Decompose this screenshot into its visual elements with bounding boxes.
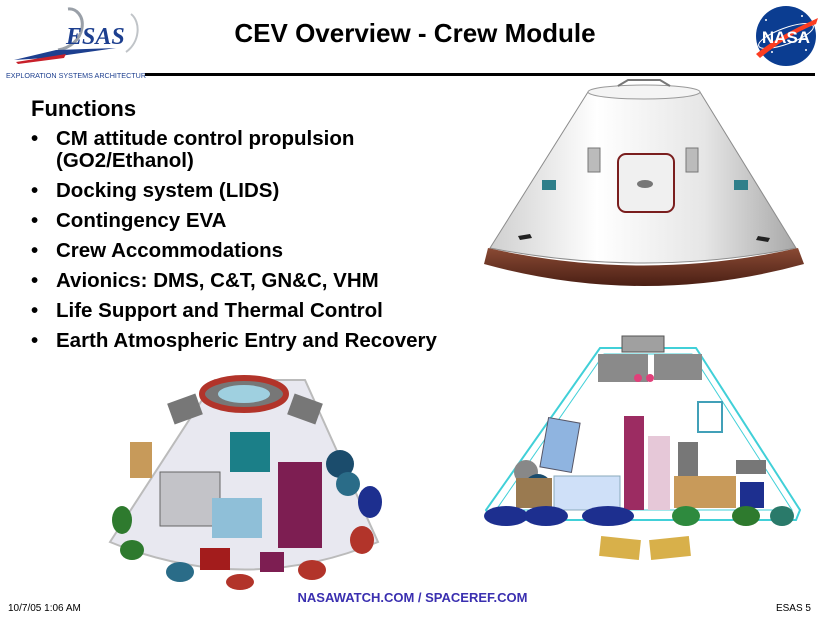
function-label: Docking system (LIDS): [56, 179, 280, 202]
bullet: •: [31, 179, 39, 202]
bullet: •: [31, 329, 39, 352]
footer-link[interactable]: NASAWATCH.COM / SPACEREF.COM: [297, 590, 528, 605]
nasa-logo: NASA: [752, 4, 820, 68]
footer-date: 10/7/05 1:06 AM: [8, 603, 81, 614]
functions-list: • CM attitude control propulsion (GO2/Eth…: [31, 128, 451, 360]
list-item: • Avionics: DMS, C&T, GN&C, VHM: [31, 270, 451, 292]
crew-module-cutaway-image: [100, 372, 390, 597]
function-label: Avionics: DMS, C&T, GN&C, VHM: [56, 269, 379, 292]
page-number: ESAS 5: [775, 603, 811, 614]
title-divider: [145, 73, 815, 76]
functions-heading: Functions: [31, 96, 137, 121]
function-label: Life Support and Thermal Control: [56, 299, 383, 322]
bullet: •: [31, 269, 39, 292]
bullet: •: [31, 239, 39, 262]
nasa-logo-text: NASA: [762, 28, 810, 47]
esas-logo-tagline: EXPLORATION SYSTEMS ARCHITECTURE STUDY: [6, 71, 146, 80]
list-item: • Contingency EVA: [31, 210, 451, 232]
bullet: •: [31, 209, 39, 232]
list-item: • CM attitude control propulsion (GO2/Eth…: [31, 128, 451, 172]
list-item: • Crew Accommodations: [31, 240, 451, 262]
bullet: •: [31, 127, 39, 150]
esas-logo-text: ESAS: [65, 24, 125, 50]
page-title: CEV Overview - Crew Module: [234, 18, 596, 48]
list-item: • Earth Atmospheric Entry and Recovery: [31, 330, 451, 352]
crew-module-exterior-image: [478, 78, 810, 293]
function-label: CM attitude control propulsion (GO2/Etha…: [56, 127, 355, 172]
bullet: •: [31, 299, 39, 322]
list-item: • Docking system (LIDS): [31, 180, 451, 202]
esas-logo: ESAS EXPLORATION SYSTEMS ARCHITECTURE ST…: [6, 6, 146, 81]
function-label: Crew Accommodations: [56, 239, 284, 262]
function-label: Contingency EVA: [56, 209, 227, 232]
list-item: • Life Support and Thermal Control: [31, 300, 451, 322]
crew-module-cross-section-image: [478, 332, 813, 567]
function-label: Earth Atmospheric Entry and Recovery: [56, 329, 437, 352]
